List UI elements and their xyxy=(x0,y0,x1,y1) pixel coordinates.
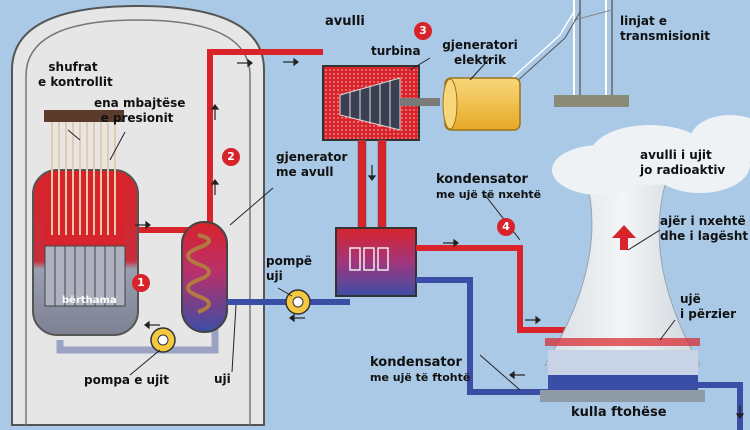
control-rods-label-line1: shufrat xyxy=(48,60,98,74)
hot-condenser-label: kondensator me ujë të nxehtë xyxy=(436,172,541,202)
feed-pump-icon xyxy=(285,289,311,315)
transmission-lines-label: linjat e transmisionit xyxy=(620,14,710,44)
flow-arrows xyxy=(135,57,745,419)
cold-condenser-label-line2: me ujë të ftohtë xyxy=(370,371,471,384)
control-rods xyxy=(51,110,116,235)
leader-lines xyxy=(67,57,676,391)
transmission-lines-label-line2: transmisionit xyxy=(620,29,710,43)
turbine-exhaust xyxy=(357,139,387,231)
hot-air-label: ajër i nxehtë dhe i lagësht xyxy=(660,214,748,244)
control-rods-label-line2: e kontrollit xyxy=(38,75,113,89)
steam-generator-label-line2: me avull xyxy=(276,165,334,179)
electric-generator xyxy=(442,77,521,131)
core-label: bërthama xyxy=(62,295,117,306)
steam-generator xyxy=(181,221,228,333)
mixed-water-label: ujë i përzier xyxy=(680,292,736,322)
reactor-pump-icon xyxy=(150,327,176,353)
step-badge-2: 2 xyxy=(222,148,240,166)
feed-pump-label-line1: pompë xyxy=(266,254,313,268)
generator-label-line2: elektrik xyxy=(453,53,507,67)
control-rods-label: shufrat e kontrollit xyxy=(38,60,113,90)
step-badge-1: 1 xyxy=(132,274,150,292)
turbine-label: turbina xyxy=(371,44,421,58)
reactor-vessel xyxy=(32,110,139,336)
hot-condenser-label-line2: me ujë të nxehtë xyxy=(436,188,542,201)
cooling-tower xyxy=(540,174,705,402)
hot-air-label-line1: ajër i nxehtë xyxy=(660,214,746,228)
hot-condenser-label-line1: kondensator xyxy=(436,172,528,187)
non-radioactive-steam-label-line2: jo radioaktiv xyxy=(640,163,726,177)
steam-label: avulli xyxy=(325,14,365,29)
power-line xyxy=(509,9,581,84)
mixed-water-label-line1: ujë xyxy=(680,292,701,306)
generator-label: gjeneratori elektrik xyxy=(440,38,520,68)
cold-condenser-label: kondensator me ujë të ftohtë xyxy=(370,355,470,385)
transmission-tower xyxy=(554,0,629,107)
pressure-vessel-label-line2: e presionit xyxy=(100,111,174,125)
water-label: uji xyxy=(214,372,231,386)
steam-cloud xyxy=(552,115,750,195)
generator-label-line1: gjeneratori xyxy=(442,38,518,52)
turbine xyxy=(322,65,440,141)
pressure-vessel-label-line1: ena mbajtëse xyxy=(94,96,186,110)
non-radioactive-steam-label: avulli i ujit jo radioaktiv xyxy=(640,148,725,178)
non-radioactive-steam-label-line1: avulli i ujit xyxy=(640,148,712,162)
transmission-lines-label-line1: linjat e xyxy=(620,14,668,28)
pressure-vessel-label: ena mbajtëse e presionit xyxy=(94,96,186,126)
feed-pump-label: pompë uji xyxy=(266,254,312,284)
primary-loop-cold xyxy=(56,320,219,354)
hot-air-arrow xyxy=(612,225,636,250)
reactor-core xyxy=(44,245,126,307)
cold-condenser-label-line1: kondensator xyxy=(370,355,462,370)
condenser xyxy=(335,227,417,297)
cooling-tower-label: kulla ftohëse xyxy=(571,405,667,420)
water-pump-label: pompa e ujit xyxy=(84,373,170,387)
steam-generator-label-line1: gjenerator xyxy=(276,150,348,164)
steam-generator-label: gjenerator me avull xyxy=(276,150,347,180)
step-badge-3: 3 xyxy=(414,22,432,40)
mixed-water-label-line2: i përzier xyxy=(680,307,737,321)
feed-pump-label-line2: uji xyxy=(266,269,283,283)
step-badge-4: 4 xyxy=(497,218,515,236)
hot-air-label-line2: dhe i lagësht xyxy=(660,229,749,243)
